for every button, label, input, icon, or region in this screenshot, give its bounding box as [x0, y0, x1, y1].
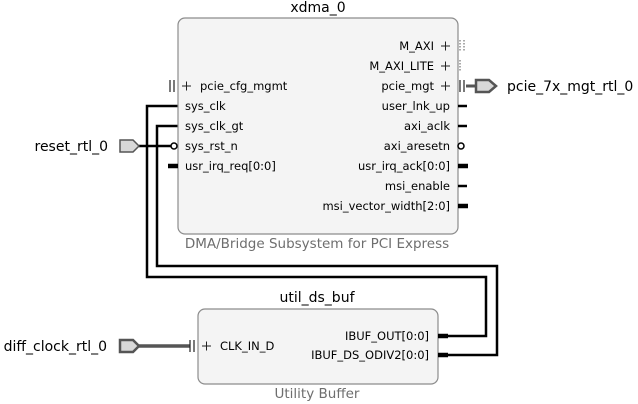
pin-msi-enable[interactable]: msi_enable — [385, 179, 467, 193]
svg-text:pcie_cfg_mgmt: pcie_cfg_mgmt — [200, 79, 288, 93]
svg-text:IBUF_DS_ODIV2[0:0]: IBUF_DS_ODIV2[0:0] — [311, 348, 429, 362]
external-port-reset[interactable]: reset_rtl_0 — [35, 139, 141, 155]
svg-text:msi_vector_width[2:0]: msi_vector_width[2:0] — [322, 199, 450, 213]
pin-axi-aclk[interactable]: axi_aclk — [404, 119, 467, 133]
inverted-input-bubble-icon — [170, 142, 178, 150]
pin-user-lnk-up[interactable]: user_lnk_up — [382, 99, 467, 113]
util-block-name: util_ds_buf — [279, 290, 355, 306]
expand-plus-icon — [441, 81, 450, 91]
svg-text:sys_clk: sys_clk — [185, 99, 226, 113]
svg-text:M_AXI: M_AXI — [399, 39, 434, 53]
pin-pcie-cfg-mgmt[interactable]: pcie_cfg_mgmt — [169, 79, 288, 93]
external-port-diff-clock[interactable]: diff_clock_rtl_0 — [4, 338, 141, 355]
svg-text:IBUF_OUT[0:0]: IBUF_OUT[0:0] — [345, 329, 429, 343]
util-ds-buf-block[interactable]: util_ds_buf Utility Buffer CLK_IN_D IBUF… — [189, 290, 448, 402]
svg-text:axi_aclk: axi_aclk — [404, 119, 450, 133]
expand-plus-icon — [202, 341, 211, 351]
inverted-output-bubble-icon — [457, 142, 465, 150]
pin-axi-aresetn[interactable]: axi_aresetn — [384, 139, 465, 153]
expand-plus-icon — [441, 41, 450, 51]
pin-clk-in-d[interactable]: CLK_IN_D — [189, 339, 274, 353]
util-block-body[interactable] — [197, 308, 439, 385]
external-port-pcie-mgt-label: pcie_7x_mgt_rtl_0 — [507, 79, 633, 95]
svg-text:usr_irq_ack[0:0]: usr_irq_ack[0:0] — [358, 159, 450, 173]
svg-text:usr_irq_req[0:0]: usr_irq_req[0:0] — [185, 159, 276, 173]
svg-text:msi_enable: msi_enable — [385, 179, 450, 193]
xdma-block-name: xdma_0 — [290, 0, 345, 16]
pin-sys-rst-n[interactable]: sys_rst_n — [170, 139, 238, 153]
pin-ibuf-out[interactable]: IBUF_OUT[0:0] — [345, 329, 448, 343]
pin-pcie-mgt[interactable]: pcie_mgt — [381, 79, 465, 93]
wire-ibuf-out-to-sys-clk[interactable] — [145, 104, 488, 338]
svg-text:user_lnk_up: user_lnk_up — [382, 99, 450, 113]
bus-port-arrow-icon — [474, 78, 498, 94]
bus-port-arrow-icon — [118, 338, 141, 354]
pin-ibuf-ds-odiv2[interactable]: IBUF_DS_ODIV2[0:0] — [311, 348, 448, 362]
pin-sys-clk[interactable]: sys_clk — [185, 99, 226, 113]
input-port-arrow-icon — [119, 139, 141, 153]
svg-text:CLK_IN_D: CLK_IN_D — [220, 339, 274, 353]
pin-m-axi-lite[interactable]: M_AXI_LITE — [369, 59, 461, 73]
pin-m-axi[interactable]: M_AXI — [399, 39, 465, 53]
external-port-pcie-mgt[interactable]: pcie_7x_mgt_rtl_0 — [474, 78, 633, 95]
svg-text:sys_clk_gt: sys_clk_gt — [185, 119, 244, 133]
expand-plus-icon — [182, 81, 191, 91]
pin-msi-vector-width[interactable]: msi_vector_width[2:0] — [322, 199, 468, 213]
wire-ibuf-ds-odiv2-to-sys-clk-gt[interactable] — [155, 124, 499, 357]
xdma-block[interactable]: xdma_0 DMA/Bridge Subsystem for PCI Expr… — [168, 0, 468, 252]
pin-usr-irq-req[interactable]: usr_irq_req[0:0] — [168, 159, 276, 173]
svg-text:axi_aresetn: axi_aresetn — [384, 139, 450, 153]
external-port-diff-clock-label: diff_clock_rtl_0 — [4, 339, 107, 355]
external-port-reset-label: reset_rtl_0 — [35, 139, 109, 155]
expand-plus-icon — [441, 61, 450, 71]
util-block-subtitle: Utility Buffer — [275, 386, 360, 402]
svg-text:M_AXI_LITE: M_AXI_LITE — [369, 59, 434, 73]
svg-text:sys_rst_n: sys_rst_n — [185, 139, 238, 153]
pin-sys-clk-gt[interactable]: sys_clk_gt — [185, 119, 244, 133]
xdma-block-subtitle: DMA/Bridge Subsystem for PCI Express — [185, 236, 449, 252]
svg-text:pcie_mgt: pcie_mgt — [381, 79, 434, 93]
pin-usr-irq-ack[interactable]: usr_irq_ack[0:0] — [358, 159, 468, 173]
